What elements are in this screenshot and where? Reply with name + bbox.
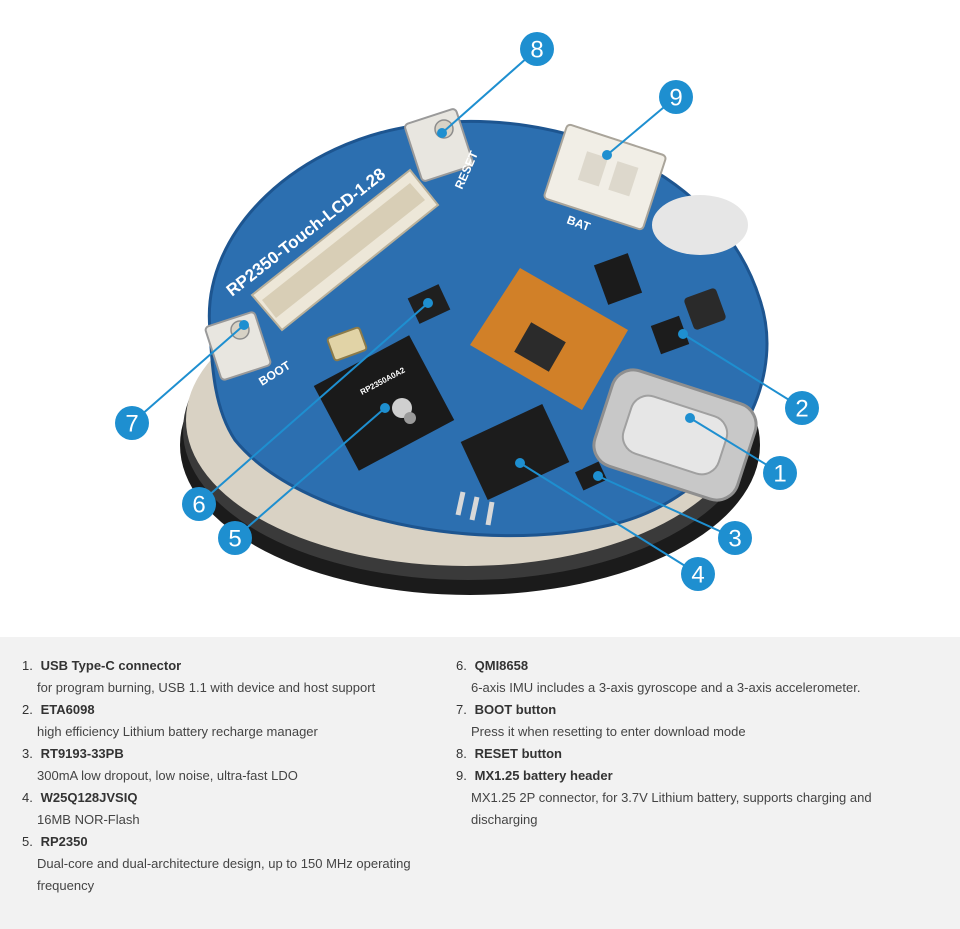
callout-badge-9: 9 xyxy=(659,80,693,114)
legend-item-description: MX1.25 2P connector, for 3.7V Lithium ba… xyxy=(471,790,872,827)
legend-item-number: 1. xyxy=(22,658,33,673)
callout-dot-8 xyxy=(437,128,447,138)
inductor xyxy=(684,288,726,330)
flex-chip xyxy=(514,322,566,372)
legend-item-title: BOOT button xyxy=(474,702,557,717)
legend-item: 1. USB Type-C connector for program burn… xyxy=(22,655,422,699)
legend-item: 9. MX1.25 battery header MX1.25 2P conne… xyxy=(456,765,916,831)
svg-text:6: 6 xyxy=(192,492,205,519)
legend-item: 3. RT9193-33PB 300mA low dropout, low no… xyxy=(22,743,422,787)
legend-item-description: Dual-core and dual-architecture design, … xyxy=(37,856,411,893)
legend-item-number: 3. xyxy=(22,746,33,761)
callout-badge-3: 3 xyxy=(718,521,752,555)
svg-text:8: 8 xyxy=(530,37,543,64)
callout-dot-3 xyxy=(593,471,603,481)
rp2350-chip xyxy=(313,335,455,471)
legend-item-title: W25Q128JVSIQ xyxy=(40,790,138,805)
callout-badge-4: 4 xyxy=(681,557,715,591)
battery-header xyxy=(543,123,667,231)
legend-item-number: 6. xyxy=(456,658,467,673)
legend-item-description: 16MB NOR-Flash xyxy=(37,812,140,827)
callout-badge-8: 8 xyxy=(520,32,554,66)
svg-text:3: 3 xyxy=(728,526,741,553)
legend-item-number: 7. xyxy=(456,702,467,717)
boot-button xyxy=(204,311,272,381)
board-illustration: RP2350-Touch-LCD-1.28 RESET BOOT BAT RP2… xyxy=(115,32,819,595)
callout-line-2 xyxy=(682,333,803,409)
svg-text:5: 5 xyxy=(228,526,241,553)
callout-dot-1 xyxy=(685,413,695,423)
callout-dot-7 xyxy=(239,320,249,330)
flash-chip xyxy=(455,403,570,526)
callout-badge-7: 7 xyxy=(115,406,149,440)
legend-item-title: RESET button xyxy=(474,746,563,761)
svg-text:7: 7 xyxy=(125,411,138,438)
board-figure: RP2350-Touch-LCD-1.28 RESET BOOT BAT RP2… xyxy=(115,32,819,595)
callout-line-8 xyxy=(441,48,538,134)
callout-dot-2 xyxy=(678,329,688,339)
callout-badge-5: 5 xyxy=(218,521,252,555)
legend-item: 2. ETA6098 high efficiency Lithium batte… xyxy=(22,699,422,743)
legend-item-description: for program burning, USB 1.1 with device… xyxy=(37,680,376,695)
callout-line-5 xyxy=(234,407,386,539)
legend-item-title: QMI8658 xyxy=(474,658,529,673)
legend-column-right: 6. QMI8658 6-axis IMU includes a 3-axis … xyxy=(456,655,916,831)
legend-item-title: MX1.25 battery header xyxy=(474,768,613,783)
svg-text:9: 9 xyxy=(669,85,682,112)
legend-item: 7. BOOT button Press it when resetting t… xyxy=(456,699,916,743)
svg-text:2: 2 xyxy=(795,396,808,423)
legend-item-number: 8. xyxy=(456,746,467,761)
legend-column-left: 1. USB Type-C connector for program burn… xyxy=(22,655,422,897)
svg-text:4: 4 xyxy=(691,562,704,589)
legend-item-title: ETA6098 xyxy=(40,702,95,717)
ldo-chip xyxy=(574,461,608,491)
legend-item: 8. RESET button xyxy=(456,743,916,765)
legend-item-number: 4. xyxy=(22,790,33,805)
crystal xyxy=(326,326,368,362)
legend-item: 6. QMI8658 6-axis IMU includes a 3-axis … xyxy=(456,655,916,699)
fpc-connector xyxy=(250,168,440,332)
legend-item-description: high efficiency Lithium battery recharge… xyxy=(37,724,318,739)
legend-item: 5. RP2350 Dual-core and dual-architectur… xyxy=(22,831,422,897)
callout-dot-5 xyxy=(380,403,390,413)
callout-dot-9 xyxy=(602,150,612,160)
legend-item: 4. W25Q128JVSIQ 16MB NOR-Flash xyxy=(22,787,422,831)
legend-item-description: Press it when resetting to enter downloa… xyxy=(471,724,746,739)
reset-button xyxy=(404,108,474,182)
legend-item-number: 2. xyxy=(22,702,33,717)
svg-text:1: 1 xyxy=(773,461,786,488)
legend-item-title: RT9193-33PB xyxy=(40,746,124,761)
callout-badge-1: 1 xyxy=(763,456,797,490)
callout-dot-4 xyxy=(515,458,525,468)
callout-line-7 xyxy=(131,324,245,424)
charger-chip xyxy=(650,315,690,355)
regulator-chip xyxy=(593,253,643,305)
legend-item-description: 6-axis IMU includes a 3-axis gyroscope a… xyxy=(471,680,861,695)
pcb-cutout xyxy=(652,195,748,255)
callout-badge-6: 6 xyxy=(182,487,216,521)
legend-item-number: 9. xyxy=(456,768,467,783)
usb-c-connector xyxy=(592,368,758,502)
legend-item-description: 300mA low dropout, low noise, ultra-fast… xyxy=(37,768,298,783)
callout-line-6 xyxy=(198,302,429,505)
callout-line-4 xyxy=(519,462,699,575)
callout-dot-6 xyxy=(423,298,433,308)
legend-panel: 1. USB Type-C connector for program burn… xyxy=(0,637,960,929)
legend-item-title: RP2350 xyxy=(40,834,88,849)
callout-badge-2: 2 xyxy=(785,391,819,425)
callout-line-3 xyxy=(597,475,736,539)
legend-item-number: 5. xyxy=(22,834,33,849)
callout-line-1 xyxy=(689,417,781,474)
legend-item-title: USB Type-C connector xyxy=(40,658,182,673)
